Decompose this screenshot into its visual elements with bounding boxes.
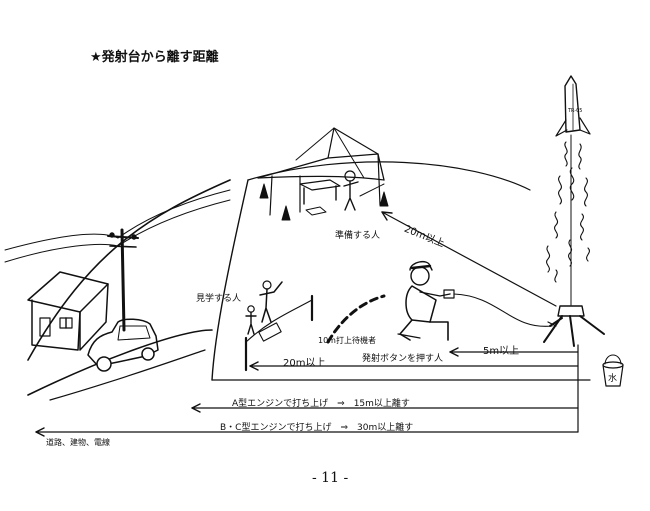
water-bucket: 水 <box>603 355 623 386</box>
spectators-label: 見学する人 <box>196 291 241 304</box>
water-bucket-label: 水 <box>608 372 617 384</box>
road-and-buildings <box>5 180 230 400</box>
road-buildings-label: 道路、建物、電線 <box>46 437 110 448</box>
rule-a-engine: A型エンジンで打ち上げ ⇒ 15m以上離す <box>232 396 410 409</box>
field-outline <box>212 162 590 380</box>
document-title: ★発射台から離す距離 <box>90 46 219 65</box>
launch-pad <box>544 135 604 346</box>
waiting-launchers-label: 10m打上待機者 <box>318 335 376 346</box>
launch-operator <box>398 262 552 340</box>
rocket-exhaust <box>547 142 590 282</box>
spectator-distance-label: 20m以上 <box>283 354 325 369</box>
page-number: - 11 - <box>312 470 348 486</box>
rocket-marking: TR-05 <box>567 108 583 114</box>
rocket: TR-05 <box>556 76 590 136</box>
button-distance-label: 5m以上 <box>483 342 519 357</box>
rule-bc-engine: B・C型エンジンで打ち上げ ⇒ 30m以上離す <box>220 420 413 433</box>
preparation-tent <box>258 128 388 220</box>
spectators <box>246 281 282 334</box>
preparer-label: 準備する人 <box>335 228 380 241</box>
launch-button-person-label: 発射ボタンを押す人 <box>362 351 443 364</box>
